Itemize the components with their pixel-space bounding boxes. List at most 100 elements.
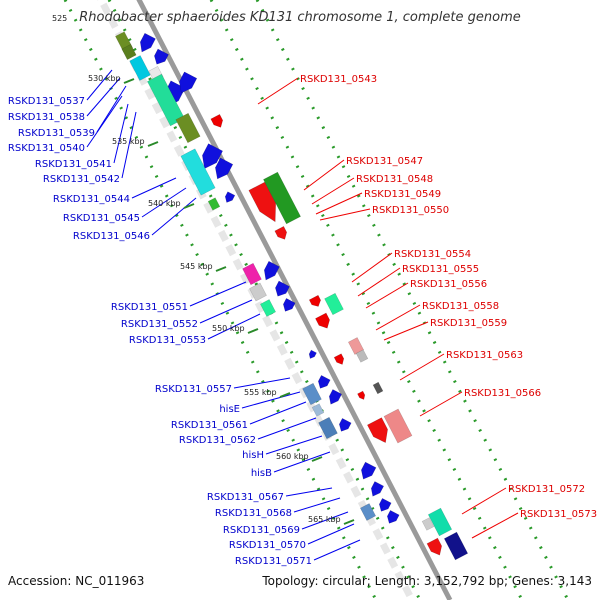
forward-gene-1-shape [139,32,156,53]
scale-tick-4: 545 kbp [180,262,213,271]
forward-box-6-shape [175,112,201,144]
leader-rskd131-0573 [471,512,519,539]
forward-box-7-shape [180,148,216,196]
forward-box-3-shape [129,55,151,81]
gene-label-rskd131-0554: RSKD131_0554 [394,249,471,260]
forward-gene-14-shape [361,461,377,480]
gene-label-rskd131-0571: RSKD131_0571 [235,556,312,567]
forward-gene-15-shape [370,481,384,497]
gene-label-rskd131-0540: RSKD131_0540 [8,143,85,154]
scale-tick-2: 535 kbp [112,137,145,146]
gene-label-rskd131-0539: RSKD131_0539 [18,128,95,139]
scale-tick-mark-3 [183,203,195,209]
reverse-box-6 [383,408,413,444]
gene-label-rskd131-0549: RSKD131_0549 [364,189,441,200]
leader-rskd131-0561 [249,401,307,425]
gene-features [115,31,469,561]
forward-box-10 [249,282,267,302]
scale-tick-3: 540 kbp [148,199,181,208]
reverse-box-9-shape [421,517,435,531]
gene-label-rskd131-0552: RSKD131_0552 [121,319,198,330]
gene-label-rskd131-0573: RSKD131_0573 [520,509,597,520]
forward-gene-18-shape [308,349,317,359]
gene-label-rskd131-0542: RSKD131_0542 [43,174,120,185]
leader-rskd131-0551 [189,281,247,307]
leader-rskd131-0553 [207,313,261,340]
forward-box-15 [360,503,376,521]
leader-rskd131-0568 [293,497,341,513]
gene-label-rskd131-0537: RSKD131_0537 [8,96,85,107]
reverse-box-5-shape [372,381,384,395]
gene-label-rskd131-0543: RSKD131_0543 [300,74,377,85]
forward-gene-8-shape [263,260,280,281]
leader-rskd131-0540 [86,95,123,148]
leader-hish [265,435,323,455]
leader-rskd131-0537 [86,69,113,101]
forward-gene-4-shape [179,71,198,94]
leader-rskd131-0557 [233,377,291,389]
leader-rskd131-0547 [303,159,345,191]
reverse-gene-8 [357,390,366,400]
gene-label-rskd131-0556: RSKD131_0556 [410,279,487,290]
forward-box-2 [121,44,137,60]
dot-track-2 [107,0,422,600]
forward-box-13 [311,403,325,417]
forward-gene-17 [387,510,400,524]
scale-tick-1: 530 kbp [88,74,121,83]
forward-box-11 [260,299,276,317]
gene-label-rskd131-0566: RSKD131_0566 [464,388,541,399]
map-title: Rhodobacter sphaeroides KD131 chromosome… [79,10,521,25]
reverse-gene-8-shape [357,390,366,400]
leader-rskd131-0542 [121,111,137,179]
leader-rskd131-0549 [315,192,363,215]
leader-rskd131-0545 [141,187,187,218]
reverse-box-8 [443,531,469,561]
leader-rskd131-0556 [365,282,409,309]
gene-label-rskd131-0570: RSKD131_0570 [229,540,306,551]
gene-label-hise: hisE [219,404,240,415]
forward-gene-1 [139,32,156,53]
forward-gene-14 [361,461,377,480]
forward-box-2-shape [121,44,137,60]
gene-label-rskd131-0569: RSKD131_0569 [223,525,300,536]
scale-tick-mark-6 [279,392,291,398]
forward-gene-7-shape [224,191,236,203]
gene-label-rskd131-0553: RSKD131_0553 [129,335,206,346]
leader-rskd131-0555 [357,267,401,297]
corner-tick: 525 [52,14,67,23]
reverse-box-7 [427,507,453,537]
forward-gene-13 [339,418,352,432]
forward-gene-2 [154,48,169,65]
leader-rskd131-0562 [257,417,317,440]
leader-rskd131-0570 [307,523,355,545]
reverse-box-6-shape [383,408,413,444]
leader-rskd131-0546 [151,197,197,236]
reverse-gene-9 [426,537,442,556]
forward-gene-10-shape [283,298,296,312]
reverse-box-4 [355,349,369,363]
forward-gene-16-shape [379,498,392,512]
forward-box-9 [242,262,262,286]
reverse-box-5 [372,381,384,395]
label-leader-lines [86,69,519,561]
gene-label-rskd131-0547: RSKD131_0547 [346,156,423,167]
forward-gene-4 [179,71,198,94]
dot-track-3 [209,0,524,600]
reverse-gene-6 [333,353,345,365]
gene-label-rskd131-0562: RSKD131_0562 [179,435,256,446]
gene-label-rskd131-0555: RSKD131_0555 [402,264,479,275]
gene-label-rskd131-0567: RSKD131_0567 [207,492,284,503]
forward-box-7 [180,148,216,196]
forward-box-12-shape [302,382,322,406]
dot-track-lines [63,0,570,600]
dot-track-4 [255,0,570,600]
reverse-box-4-shape [355,349,369,363]
gene-label-rskd131-0572: RSKD131_0572 [508,484,585,495]
gene-label-rskd131-0551: RSKD131_0551 [111,302,188,313]
forward-gene-18 [308,349,317,359]
forward-gene-9-shape [275,280,290,297]
reverse-gene-7-shape [367,417,388,444]
reverse-box-7-shape [427,507,453,537]
forward-box-15-shape [360,503,376,521]
